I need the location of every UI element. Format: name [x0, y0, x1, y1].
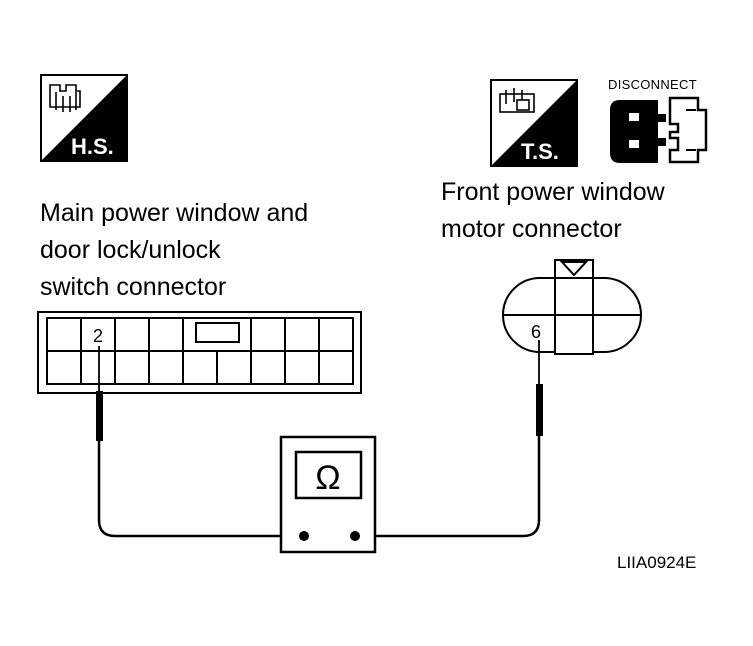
motor-connector-label-line: Front power window — [441, 178, 665, 206]
switch-connector-terminal-number: 2 — [93, 326, 103, 346]
motor-connector-terminal-number: 6 — [531, 322, 541, 342]
disconnect-connector-icon — [610, 96, 708, 164]
motor-connector-label-line: motor connector — [441, 215, 622, 243]
test-lead-wires — [97, 435, 541, 538]
ohmmeter: Ω — [279, 435, 377, 554]
harness-side-icon — [49, 84, 81, 112]
motor-connector-label: Front power window motor connector — [441, 174, 665, 248]
switch-connector-label-line: switch connector — [40, 273, 227, 301]
meter-terminal-right — [350, 531, 360, 541]
meter-terminal-left — [299, 531, 309, 541]
ohm-symbol: Ω — [315, 459, 340, 497]
switch-connector-label: Main power window and door lock/unlock s… — [40, 195, 308, 306]
ts-badge: T.S. — [490, 79, 578, 167]
hs-badge-text: H.S. — [71, 134, 114, 159]
figure-code: LIIA0924E — [617, 553, 697, 572]
switch-connector: 2 — [37, 311, 362, 394]
switch-connector-label-line: door lock/unlock — [40, 236, 221, 264]
disconnect-label: DISCONNECT — [608, 77, 697, 92]
left-probe — [96, 346, 103, 441]
hs-badge: H.S. — [40, 74, 128, 162]
terminal-side-icon — [499, 88, 535, 113]
motor-connector: 6 — [502, 259, 642, 355]
ts-badge-text: T.S. — [521, 139, 559, 164]
switch-connector-label-line: Main power window and — [40, 199, 309, 227]
right-probe — [536, 340, 543, 436]
